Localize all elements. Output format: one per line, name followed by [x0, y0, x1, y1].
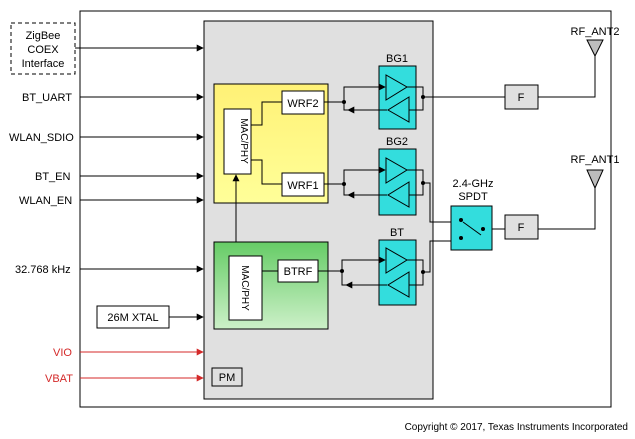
- pm-label: PM: [219, 372, 236, 384]
- rf-ant2-label: RF_ANT2: [571, 26, 620, 38]
- rf-ant1-icon: [586, 169, 604, 190]
- wrf2-label: WRF2: [287, 98, 318, 110]
- xtal-label: 26M XTAL: [107, 312, 158, 324]
- bt-node: [340, 269, 344, 273]
- bg1-label: BG1: [386, 53, 408, 65]
- bg2-to-switch: [423, 182, 451, 223]
- bg2-label: BG2: [386, 136, 408, 148]
- rf-ant2-icon: [586, 39, 604, 58]
- vbat-label: VBAT: [45, 373, 73, 385]
- bt-amp-label: BT: [390, 227, 404, 239]
- wlan-mac-to-wrf1: [251, 159, 282, 185]
- bt-en-label: BT_EN: [35, 171, 71, 183]
- btrf-label: BTRF: [284, 266, 313, 278]
- bt-to-switch: [423, 240, 451, 273]
- copyright: Copyright © 2017, Texas Instruments Inco…: [405, 422, 628, 433]
- pm-block: [211, 367, 243, 387]
- spdt-label-2: SPDT: [458, 191, 488, 203]
- filter-top-to-ant2: [538, 56, 596, 98]
- wrf1-label: WRF1: [287, 180, 318, 192]
- zigbee-label-2: COEX: [27, 44, 59, 56]
- bt-out-node: [421, 270, 425, 274]
- bt-tx-triangle: [385, 247, 408, 274]
- bg2-amplifier: [378, 148, 417, 216]
- bg1-node: [342, 100, 346, 104]
- bt-amplifier: [378, 239, 417, 306]
- bg2-tx-triangle: [385, 157, 408, 184]
- zigbee-label-3: Interface: [22, 58, 65, 70]
- filter-top-label: F: [518, 92, 525, 104]
- rf-ant1-label: RF_ANT1: [571, 154, 620, 166]
- bg1-amplifier: [378, 65, 417, 130]
- clock-label: 32.768 kHz: [15, 264, 71, 276]
- wlan-mac-phy-label: MAC/PHY: [238, 118, 249, 164]
- bt-mac-phy-label: MAC/PHY: [239, 265, 250, 311]
- vio-label: VIO: [53, 347, 72, 359]
- filter-bottom: [504, 214, 539, 240]
- wlan-sdio-label: WLAN_SDIO: [9, 132, 74, 144]
- spdt-contact-1: [459, 218, 463, 222]
- bg2-node: [342, 182, 346, 186]
- spdt-common: [481, 227, 485, 231]
- filter-bottom-label: F: [518, 222, 525, 234]
- wlan-en-label: WLAN_EN: [19, 195, 72, 207]
- wlan-mac-phy-box: [223, 108, 252, 175]
- zigbee-label-1: ZigBee: [26, 30, 61, 42]
- bg1-in-split: [343, 86, 348, 111]
- spdt-blade: [462, 221, 482, 236]
- bt-mac-phy-box: [228, 255, 263, 321]
- filter-top: [504, 84, 539, 110]
- filter-bottom-to-ant1: [538, 188, 596, 230]
- bg1-tx-triangle: [385, 74, 408, 101]
- wlan-mac-to-wrf2: [251, 101, 282, 126]
- spdt-contact-2: [459, 236, 463, 240]
- zigbee-coex-box: [10, 22, 76, 75]
- bg2-out-node: [421, 181, 425, 185]
- bt-uart-label: BT_UART: [22, 92, 72, 104]
- spdt-label-1: 2.4-GHz: [453, 178, 494, 190]
